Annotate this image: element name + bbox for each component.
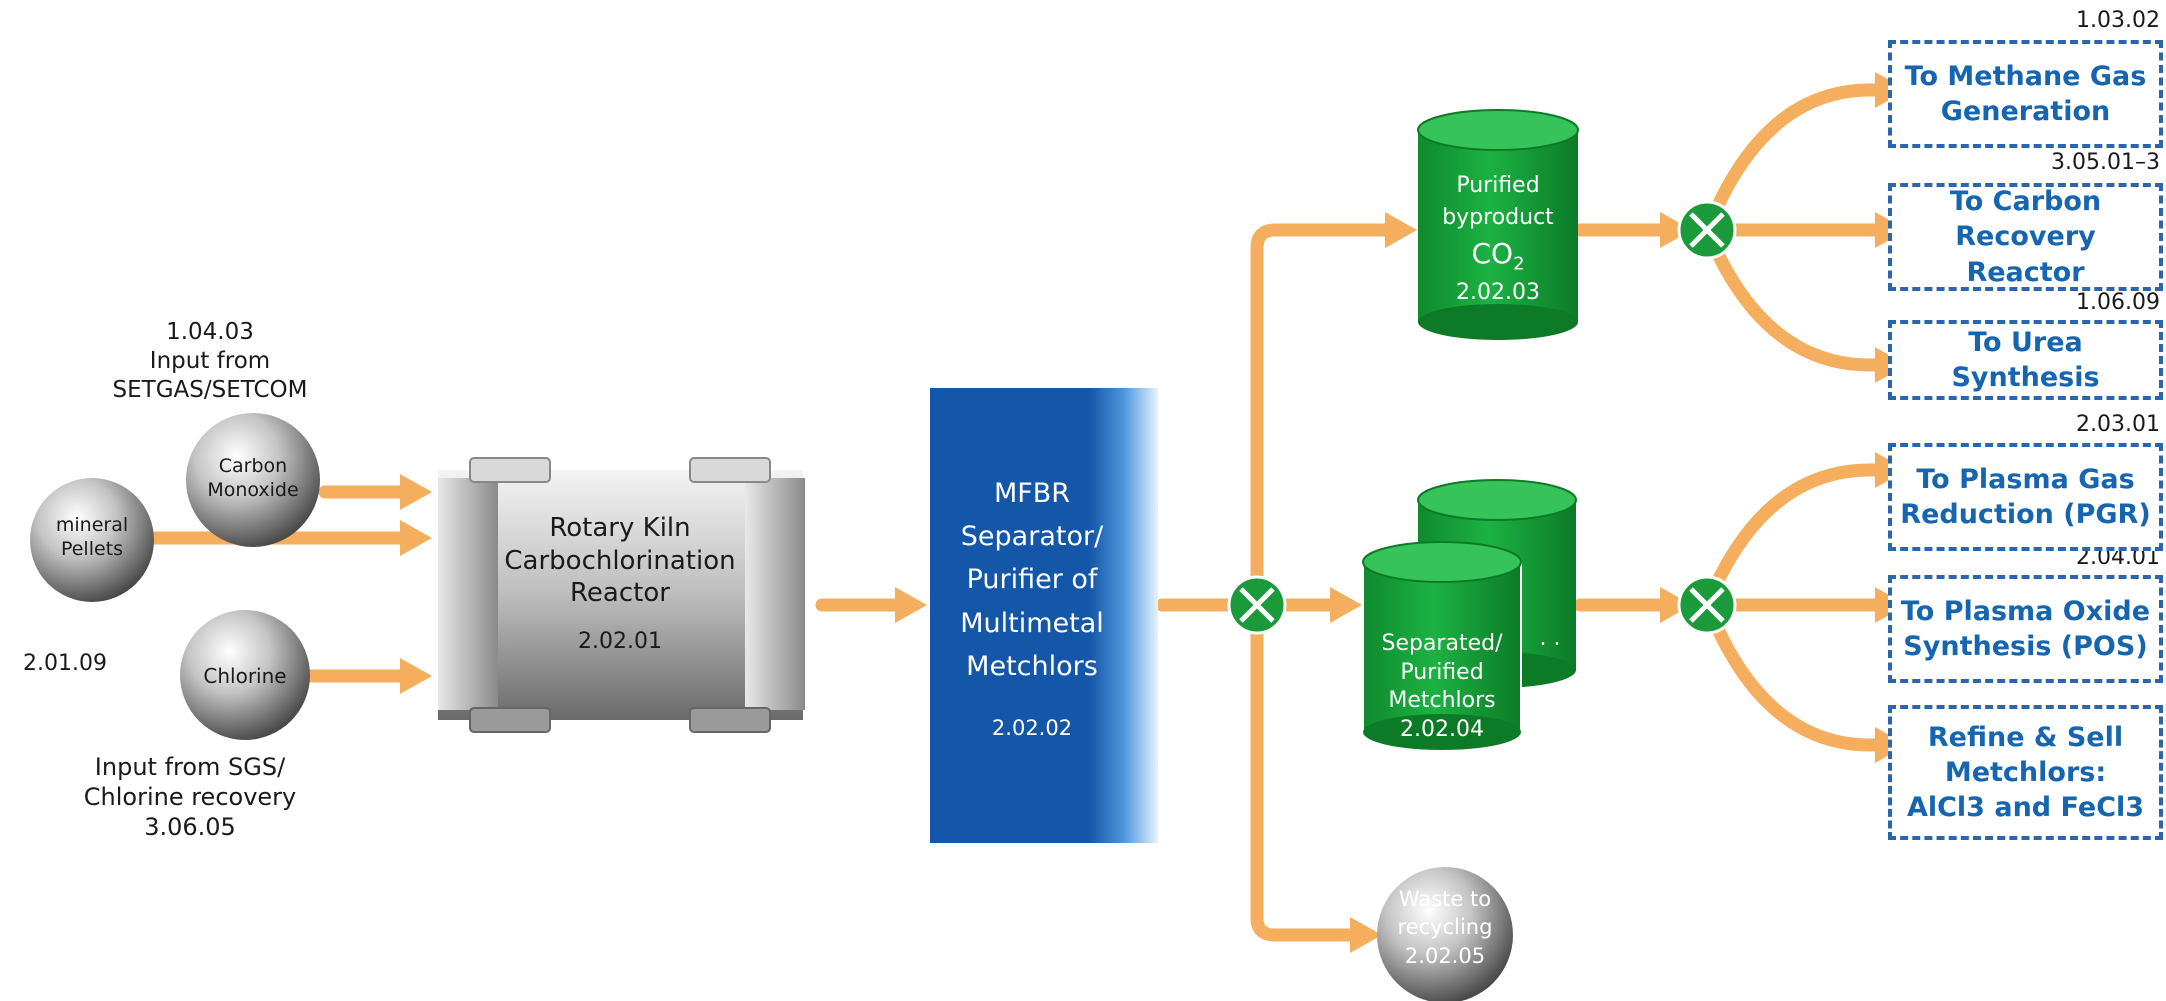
output-pos-line2: Synthesis (POS): [1903, 631, 2148, 662]
arrowhead: [1350, 917, 1382, 953]
output-code-methane: 1.03.02: [2076, 8, 2160, 33]
co2-tank-label: Purified byproduct CO2 2.02.03: [1423, 170, 1573, 309]
waste-label: Waste to recycling 2.02.05: [1385, 885, 1505, 970]
arrowhead: [1660, 587, 1692, 623]
arrowhead: [400, 474, 432, 510]
co2-formula: CO2: [1423, 234, 1573, 278]
metchlor-back-dots: . .: [1539, 626, 1561, 651]
output-methane-line2: Generation: [1940, 96, 2111, 127]
junction-main: [1227, 575, 1287, 635]
sgs-line1: Input from SGS/: [94, 753, 286, 781]
kiln-line3: Reactor: [570, 578, 670, 608]
output-carbon-box: To Carbon Recovery Reactor: [1888, 183, 2163, 291]
output-pos-line1: To Plasma Oxide: [1900, 595, 2151, 627]
metchlor-code: 2.02.04: [1400, 716, 1484, 742]
flow-arrows: [143, 83, 1887, 942]
mineral-pellets-label: mineral Pellets: [37, 514, 147, 562]
arrowhead: [1660, 212, 1692, 248]
arrowhead: [1385, 212, 1417, 248]
output-pgr-box: To Plasma Gas Reduction (PGR): [1888, 443, 2163, 551]
carbon-monoxide-line1: Carbon: [218, 455, 288, 477]
output-code-pgr: 2.03.01: [2076, 412, 2160, 437]
rotary-kiln: [438, 457, 805, 733]
co2-tank: [1417, 109, 1579, 340]
metchlor-tank-label: Separated/ Purified Metchlors 2.02.04: [1368, 630, 1516, 744]
co2-line2: byproduct: [1442, 204, 1554, 230]
separator-code: 2.02.02: [991, 715, 1073, 740]
kiln-label: Rotary Kiln Carbochlorination Reactor 2.…: [470, 512, 770, 655]
kiln-code: 2.02.01: [578, 628, 662, 654]
output-refine-line2: Metchlors:: [1944, 756, 2107, 788]
output-carbon-line1: To Carbon Recovery: [1949, 186, 2102, 253]
waste-code: 2.02.05: [1404, 943, 1486, 968]
co2-code: 2.02.03: [1456, 280, 1540, 306]
setgas-line2: SETGAS/SETCOM: [112, 376, 308, 403]
separator-line4: Multimetal: [960, 607, 1104, 639]
junction-upper: [1677, 200, 1737, 260]
metchlor-line1: Separated/: [1381, 631, 1503, 656]
setgas-line1: Input from: [149, 347, 271, 374]
output-urea-line1: To Urea Synthesis: [1951, 326, 2100, 393]
output-refine-box: Refine & Sell Metchlors: AlCl3 and FeCl3: [1888, 705, 2163, 840]
output-urea-box: To Urea Synthesis: [1888, 320, 2163, 400]
arrow-junction-down: [1250, 618, 1362, 942]
output-pgr-line1: To Plasma Gas: [1916, 463, 2135, 495]
arrowhead: [895, 587, 927, 623]
arrow-upper-to-urea: [1708, 241, 1887, 372]
arrowhead: [400, 520, 432, 556]
output-pgr-line2: Reduction (PGR): [1900, 499, 2151, 530]
metchlor-line2: Purified: [1400, 659, 1484, 685]
co2-symbol: CO: [1471, 236, 1514, 270]
waste-sphere: [1377, 867, 1513, 1001]
separator-line5: Metchlors: [966, 650, 1098, 682]
chlorine-label: Chlorine: [203, 664, 287, 688]
carbon-monoxide-line2: Monoxide: [207, 478, 299, 501]
chlorine-sphere: [180, 610, 310, 740]
mineral-pellets-sphere: [30, 478, 154, 602]
separator-line3: Purifier of: [966, 564, 1098, 596]
arrow-lower-to-refine: [1708, 616, 1887, 752]
separator-label: MFBR Separator/ Purifier of Multimetal M…: [932, 472, 1132, 746]
mineral-pellets-line1: mineral: [55, 514, 129, 536]
metchlor-line3: Metchlors: [1388, 688, 1496, 714]
carbon-monoxide-label: Carbon Monoxide: [193, 455, 313, 503]
output-code-carbon: 3.05.01–3: [2051, 150, 2160, 175]
separator-line1: MFBR: [993, 478, 1071, 509]
output-pos-box: To Plasma Oxide Synthesis (POS): [1888, 575, 2163, 683]
output-refine-line3: AlCl3 and FeCl3: [1906, 792, 2145, 824]
mfbr-separator-block: [930, 388, 1158, 843]
arrow-upper-to-methane: [1708, 83, 1887, 219]
kiln-line1: Rotary Kiln: [549, 513, 691, 543]
sgs-code: 3.06.05: [144, 813, 236, 841]
co2-subscript: 2: [1513, 253, 1525, 275]
output-methane-line1: To Methane Gas: [1904, 60, 2147, 92]
output-carbon-line2: Reactor: [1966, 256, 2085, 288]
arrowhead: [400, 658, 432, 694]
co2-line1: Purified: [1456, 173, 1540, 198]
setgas-input-label: 1.04.03 Input from SETGAS/SETCOM: [100, 318, 320, 404]
junction-lower: [1677, 575, 1737, 635]
sgs-input-label: Input from SGS/ Chlorine recovery 3.06.0…: [40, 752, 340, 842]
output-methane-box: To Methane Gas Generation: [1888, 40, 2163, 148]
waste-line2: recycling: [1397, 915, 1493, 940]
kiln-line2: Carbochlorination: [504, 545, 736, 576]
metchlor-tanks: [1362, 479, 1577, 750]
mineral-pellets-code: 2.01.09: [23, 651, 107, 676]
arrow-junction-up: [1250, 223, 1397, 592]
setgas-code: 1.04.03: [166, 319, 254, 345]
arrowhead: [1330, 587, 1362, 623]
waste-line1: Waste to: [1398, 887, 1492, 911]
output-refine-line1: Refine & Sell: [1927, 721, 2124, 753]
output-code-urea: 1.06.09: [2076, 290, 2160, 315]
carbon-monoxide-sphere: [186, 413, 320, 547]
separator-line2: Separator/: [960, 521, 1104, 553]
mineral-pellets-line2: Pellets: [60, 537, 124, 560]
sgs-line2: Chlorine recovery: [83, 783, 297, 811]
arrow-lower-to-pgr: [1708, 463, 1887, 594]
